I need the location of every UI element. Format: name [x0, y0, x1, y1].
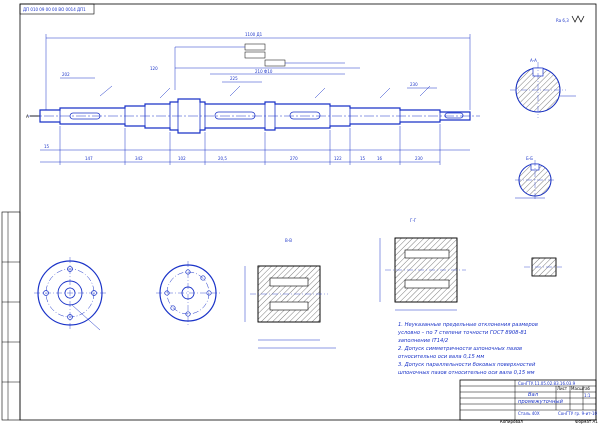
sheet-label: Лист: [557, 386, 568, 391]
title-block: СонГТУ.11.05.02.83.16.03.9 Вал промежуто…: [459, 379, 598, 424]
note-line-5: относительно оси вала 0,15 мм: [398, 354, 484, 360]
note-line-2: условно – по 7 степени точности ГОСТ 890…: [397, 330, 527, 336]
dim-bottom-7: 122: [334, 156, 342, 161]
dim-bottom-9: 16: [377, 156, 383, 161]
section-bb-label: Б-Б: [526, 156, 533, 161]
dim-top-5: 210 Ф10: [255, 69, 273, 74]
flange-view-middle: [156, 261, 220, 325]
note-line-3: заполнение IT14/2: [398, 338, 448, 344]
main-shaft-view: 1100 Д1 202 120 225 230 210 Ф10 А: [26, 32, 480, 165]
section-vv-label: В-В: [285, 238, 292, 243]
dim-top-3: 225: [230, 76, 238, 81]
dim-top-4: 230: [410, 82, 418, 87]
roughness-mark: Ra 6,3: [556, 15, 585, 23]
dim-bottom-8: 15: [360, 156, 366, 161]
dim-bottom-6: 270: [290, 156, 298, 161]
dim-top-2: 120: [150, 66, 158, 71]
section-vv: В-В: [244, 238, 336, 349]
section-gg: Г-Г: [379, 218, 466, 311]
org-text: СонГТУ гр. 9-ит-10: [558, 411, 598, 416]
section-aa-label: А-А: [530, 58, 537, 63]
note-line-1: 1. Неуказанные предельные отклонения раз…: [398, 322, 538, 328]
left-marker: А: [26, 114, 29, 119]
scale-value: 1:1: [584, 393, 591, 398]
sheet-frame: [1, 3, 597, 421]
part-name-line1: Вал: [528, 392, 539, 398]
drawing-number: СонГТУ.11.05.02.83.16.03.9: [518, 381, 576, 386]
dim-bottom-1: 15: [44, 144, 50, 149]
section-gg-label: Г-Г: [410, 218, 417, 223]
dim-top-1: 202: [62, 72, 70, 77]
detail-view-right: [524, 257, 562, 277]
dim-bottom-3: 342: [135, 156, 143, 161]
dim-bottom-10: 230: [415, 156, 423, 161]
material-text: Сталь 40Х: [518, 411, 540, 416]
section-bb: Б-Б: [515, 156, 555, 200]
dim-bottom-2: 147: [85, 156, 93, 161]
note-line-6: 3. Допуск параллельности боковых поверхн…: [398, 362, 536, 368]
section-aa: А-А: [510, 58, 576, 118]
scale-label: Масштаб: [571, 386, 591, 391]
copied-text: Копировал: [500, 419, 523, 424]
top-left-code-box: ДП 010 09 00 00 ВО 0014 ДП1: [19, 3, 95, 15]
note-line-7: шпоночных пазов относительно оси вала 0,…: [398, 370, 535, 376]
technical-notes: 1. Неуказанные предельные отклонения раз…: [397, 322, 538, 376]
overall-length-label: 1100 Д1: [245, 32, 263, 37]
part-name-line2: промежуточный: [518, 399, 563, 405]
format-text: Формат А1: [575, 419, 598, 424]
flange-view-left: [34, 257, 106, 331]
dim-bottom-4: 102: [178, 156, 186, 161]
roughness-text: Ra 6,3: [556, 18, 569, 23]
top-left-code: ДП 010 09 00 00 ВО 0014 ДП1: [23, 7, 86, 12]
note-line-4: 2. Допуск симметричности шпоночных пазов: [398, 346, 522, 352]
dim-bottom-5: 20,5: [218, 156, 227, 161]
